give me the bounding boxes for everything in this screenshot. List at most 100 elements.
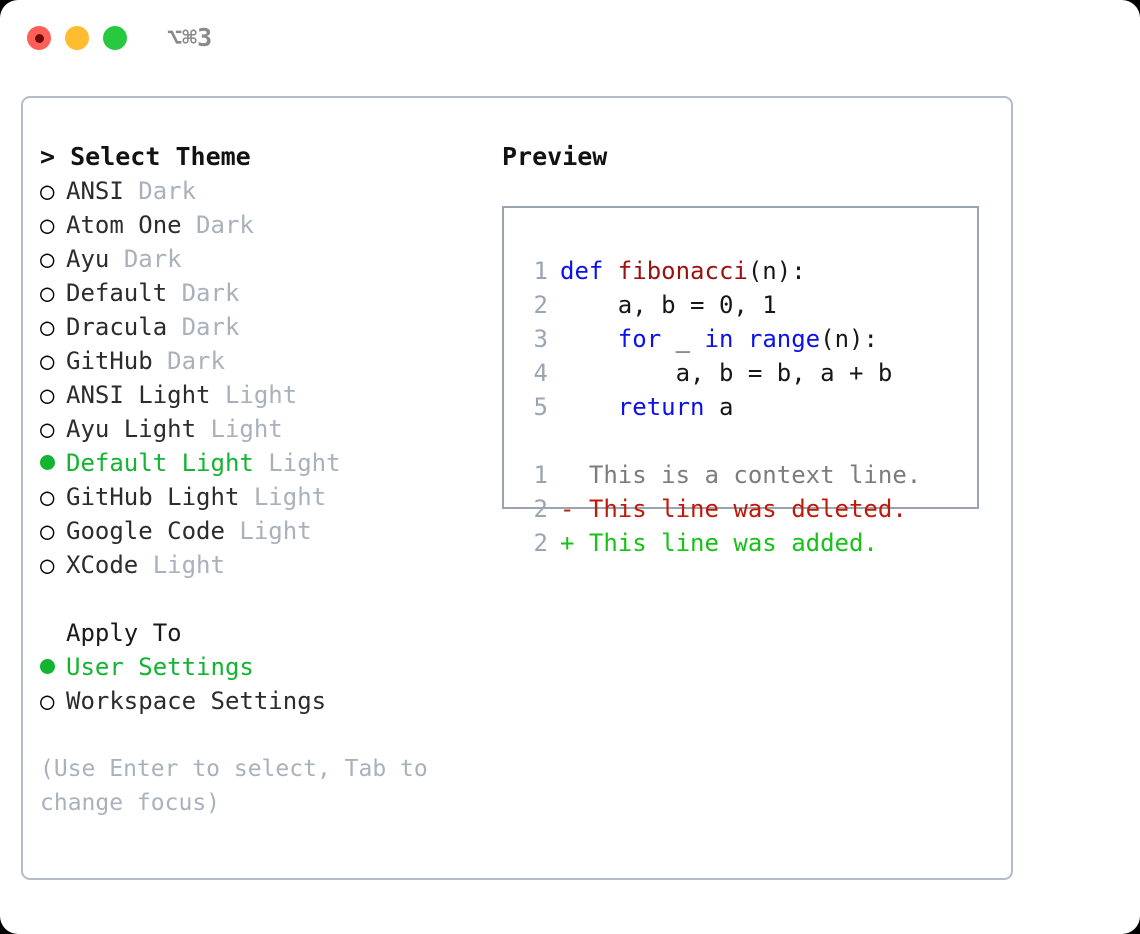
keyboard-hint-text: (Use Enter to select, Tab to change focu…: [40, 756, 442, 816]
line-number: 2: [533, 495, 548, 523]
line-number: 4: [533, 359, 548, 387]
apply-to-header: Apply To: [66, 619, 182, 647]
theme-option-label: Dracula: [66, 313, 168, 341]
spacer: [254, 449, 268, 477]
code-token: a, b = b, a + b: [560, 359, 893, 387]
code-line: 4 a, b = b, a + b: [518, 356, 921, 390]
theme-picker-column: > Select Theme ○ANSI Dark○Atom One Dark○…: [40, 140, 500, 820]
spacer: [196, 415, 210, 443]
theme-option-label: GitHub Light: [66, 483, 240, 511]
theme-option-label: Google Code: [66, 517, 225, 545]
theme-option-label: Default: [66, 279, 168, 307]
spacer: [225, 517, 239, 545]
code-token: [560, 393, 618, 421]
code-token: (n):: [747, 257, 806, 285]
code-token: a: [704, 393, 734, 421]
diff-line-text: - This line was deleted.: [560, 495, 907, 523]
line-number: 2: [533, 291, 548, 319]
spacer: [182, 211, 196, 239]
theme-option-row[interactable]: ○XCode Light: [40, 548, 500, 582]
line-number: 5: [533, 393, 548, 421]
theme-option-label: Default Light: [66, 449, 254, 477]
code-token: return: [617, 393, 705, 421]
theme-option-tag: Dark: [123, 245, 182, 273]
code-token: [733, 325, 747, 353]
theme-option-tag: Dark: [181, 313, 240, 341]
code-token: (n):: [820, 325, 878, 353]
spacer: [138, 551, 152, 579]
spacer: [211, 381, 225, 409]
radio-unselected-icon: ○: [40, 347, 55, 375]
code-line: 2 a, b = 0, 1: [518, 288, 921, 322]
maximize-button-icon[interactable]: [103, 26, 127, 50]
spacer: [40, 582, 500, 616]
theme-option-row[interactable]: ○Ayu Light Light: [40, 412, 500, 446]
theme-option-row[interactable]: ○ANSI Dark: [40, 174, 500, 208]
spacer: [167, 313, 181, 341]
code-blank-line: [518, 424, 921, 458]
main-panel: > Select Theme ○ANSI Dark○Atom One Dark○…: [21, 96, 1013, 880]
theme-option-row[interactable]: ○ Default Dark: [40, 276, 500, 310]
preview-column: Preview: [502, 140, 1002, 174]
theme-option-label: ANSI: [66, 177, 124, 205]
code-token: a, b = 0, 1: [560, 291, 777, 319]
code-token: in: [704, 325, 734, 353]
diff-line: 1 This is a context line.: [518, 458, 922, 492]
close-button-icon[interactable]: [27, 26, 51, 50]
theme-option-tag: Light: [224, 381, 298, 409]
theme-option-row[interactable]: ○ANSI Light Light: [40, 378, 500, 412]
spacer: [153, 347, 167, 375]
radio-unselected-icon: ○: [40, 279, 55, 307]
radio-unselected-icon: ○: [40, 415, 55, 443]
apply-to-list: User Settings ○ Workspace Settings: [40, 650, 500, 718]
theme-list: ○ANSI Dark○Atom One Dark○Ayu Dark○Defaul…: [40, 174, 500, 582]
theme-option-row[interactable]: ○ GitHub Dark: [40, 344, 500, 378]
diff-line: 2 - This line was deleted.: [518, 492, 921, 526]
code-line: 3 for _ in range(n):: [518, 322, 921, 356]
apply-to-option-row[interactable]: ○ Workspace Settings: [40, 684, 500, 718]
theme-picker-header: > Select Theme: [40, 142, 251, 171]
radio-unselected-icon: ○: [40, 177, 55, 205]
radio-unselected-icon: ○: [40, 517, 55, 545]
theme-option-tag: Light: [210, 415, 283, 443]
theme-option-row[interactable]: ○Google Code Light: [40, 514, 500, 548]
radio-unselected-icon: ○: [40, 211, 55, 239]
theme-option-row[interactable]: ○Ayu Dark: [40, 242, 500, 276]
line-number: 2: [533, 529, 548, 557]
theme-option-label: GitHub: [66, 347, 153, 375]
theme-option-tag: Dark: [181, 279, 240, 307]
code-token: fibonacci: [617, 257, 748, 285]
diff-lines: 1 This is a context line. 2 - This line wa…: [518, 458, 922, 560]
theme-option-row[interactable]: Default Light Light: [40, 446, 500, 480]
line-number: 3: [533, 325, 548, 353]
code-token: range: [747, 325, 821, 353]
diff-line: 2+ This line was added.: [518, 526, 921, 560]
radio-unselected-icon: ○: [40, 483, 55, 511]
theme-option-tag: Light: [268, 449, 341, 477]
code-token: for: [617, 325, 662, 353]
spacer: [239, 483, 253, 511]
radio-unselected-icon: ○: [40, 687, 55, 715]
radio-unselected-icon: ○: [40, 313, 55, 341]
theme-option-row[interactable]: ○ Dracula Dark: [40, 310, 500, 344]
theme-option-tag: Light: [253, 483, 327, 511]
line-number: 1: [533, 461, 548, 489]
title-bar: ⌥⌘3: [0, 0, 1140, 76]
apply-to-option-label: User Settings: [66, 653, 254, 681]
minimize-button-icon[interactable]: [65, 26, 89, 50]
code-token: def: [560, 257, 618, 285]
radio-selected-icon: [40, 446, 66, 480]
apply-to-option-label: Workspace Settings: [66, 687, 327, 715]
radio-selected-icon: [40, 650, 66, 684]
theme-option-tag: Light: [152, 551, 225, 579]
theme-option-tag: Dark: [167, 347, 225, 375]
radio-unselected-icon: ○: [40, 381, 55, 409]
apply-to-option-row[interactable]: User Settings: [40, 650, 500, 684]
radio-unselected-icon: ○: [40, 245, 55, 273]
spacer: [109, 245, 123, 273]
theme-option-row[interactable]: ○ GitHub Light Light: [40, 480, 500, 514]
theme-option-row[interactable]: ○Atom One Dark: [40, 208, 500, 242]
